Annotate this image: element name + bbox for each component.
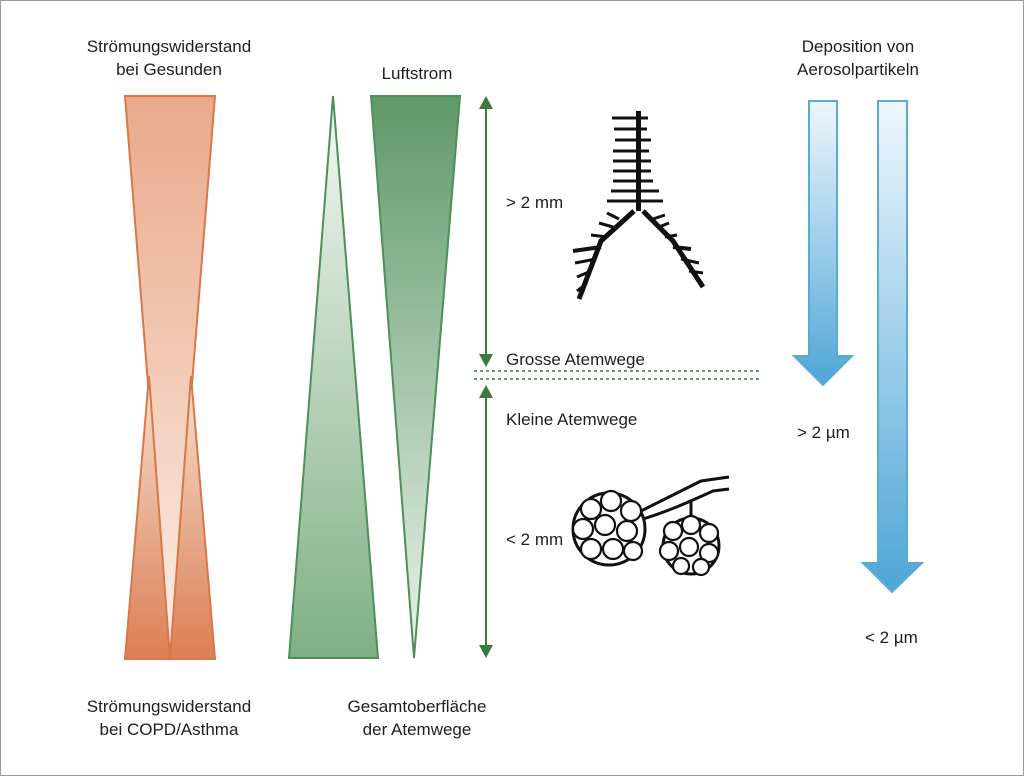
small-airways-label: Kleine Atemwege [506,410,638,429]
alveoli-cluster-icon [571,475,730,577]
gt-2mm-label: > 2 mm [506,193,564,212]
lt-2mm-label: < 2 mm [506,530,564,549]
deposition-arrow-large-particles [791,100,855,387]
resistance-healthy-label: Strömungswiderstand bei Gesunden [69,35,269,81]
deposition-label-line1: Deposition von [801,37,915,56]
resistance-healthy-triangle [123,95,217,660]
resistance-copd-label: Strömungswiderstand bei COPD/Asthma [69,695,269,741]
deposition-arrow-small-particles [860,100,925,594]
resistance-healthy-label-line1: Strömungswiderstand [86,37,252,56]
resistance-healthy-label-line2: bei Gesunden [116,60,222,79]
resistance-copd-triangle-left [123,375,172,660]
resistance-copd-label-line1: Strömungswiderstand [86,697,252,716]
large-airways-arrow-head-down [479,354,493,367]
large-airways-label: Grosse Atemwege [506,350,645,369]
resistance-copd-label-line2: bei COPD/Asthma [99,720,239,739]
surface-area-label-line1: Gesamtoberfläche [347,697,487,716]
gt-2um-label: > 2 µm [797,423,850,442]
large-airways-arrow-head-up [479,96,493,109]
surface-area-label: Gesamtoberfläche der Atemwege [327,695,507,741]
deposition-label-line2: Aerosolpartikeln [797,60,919,79]
airflow-triangle [369,95,462,659]
airflow-label: Luftstrom [381,64,453,83]
surface-area-label-line2: der Atemwege [362,720,472,739]
resistance-copd-triangle-right [168,375,217,660]
small-airways-arrow-head-up [479,385,493,398]
bronchial-tree-icon [572,111,706,300]
surface-area-triangle [287,95,380,659]
lt-2um-label: < 2 µm [865,628,918,647]
small-airways-arrow-head-down [479,645,493,658]
deposition-label: Deposition von Aerosolpartikeln [768,35,948,81]
